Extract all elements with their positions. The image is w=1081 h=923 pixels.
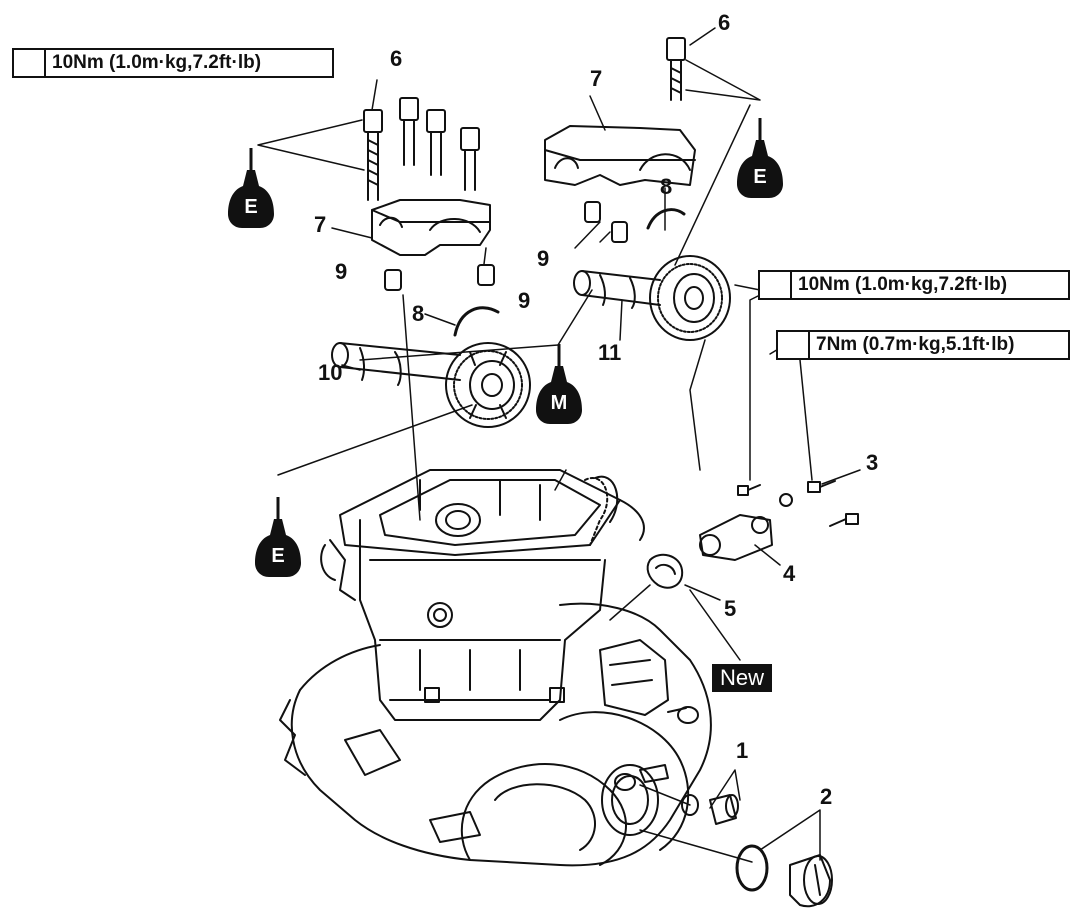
crankcase: [279, 602, 712, 867]
callout-3: 3: [866, 450, 879, 475]
torque-spec-upper-left: 10Nm (1.0m·kg,7.2ft·lb): [12, 48, 334, 78]
callout-1: 1: [736, 738, 749, 763]
torque-spec-right-lower: 7Nm (0.7m·kg,5.1ft·lb): [776, 330, 1070, 360]
callout-4: 4: [783, 561, 796, 586]
torque-spec-right-upper: 10Nm (1.0m·kg,7.2ft·lb): [758, 270, 1070, 300]
camshaft-cap-left: [371, 199, 491, 256]
cylinder-head: [320, 469, 621, 721]
callout-7-left: 7: [314, 212, 327, 237]
camshaft-cap-right: [544, 125, 696, 186]
callout-8-right: 8: [660, 174, 673, 199]
callout-5: 5: [724, 596, 737, 621]
callout-2: 2: [820, 784, 833, 809]
torque-wrench-icon: [14, 50, 46, 76]
torque-value: 10Nm (1.0m·kg,7.2ft·lb): [798, 274, 1008, 295]
torque-wrench-icon: [760, 272, 792, 298]
torque-wrench-icon: [778, 332, 810, 358]
callout-6-right: 6: [718, 10, 731, 35]
oil-plug-large: [735, 844, 833, 908]
oil-can-icon: [255, 497, 301, 577]
callout-8-left: 8: [412, 301, 425, 326]
callout-9-left-b: 9: [518, 288, 531, 313]
dowels-right: [584, 201, 628, 243]
dowels-left: [384, 264, 495, 291]
lubricant-e-upper-left: E: [228, 148, 274, 228]
leader-lines: [257, 27, 861, 863]
lubricant-m-center: M: [536, 344, 582, 424]
oil-can-icon: [536, 344, 582, 424]
oil-can-icon: [228, 148, 274, 228]
torque-value: 10Nm (1.0m·kg,7.2ft·lb): [52, 52, 262, 73]
camshaft-11: [573, 255, 731, 341]
callout-11: 11: [598, 340, 622, 365]
tensioner-assembly: [646, 480, 859, 589]
clip-right: [646, 208, 686, 230]
cam-chain: [584, 475, 645, 546]
camshaft-10: [331, 342, 531, 428]
bolt-right: [666, 37, 686, 101]
callout-6-left: 6: [390, 46, 403, 71]
clip-left: [453, 306, 500, 337]
lubricant-letter: E: [271, 545, 285, 567]
callout-9-left-a: 9: [335, 259, 348, 284]
torque-value: 7Nm (0.7m·kg,5.1ft·lb): [816, 334, 1015, 355]
lubricant-e-lower-left: E: [255, 497, 301, 577]
new-part-badge: New: [712, 664, 773, 693]
oil-can-icon: [737, 118, 783, 198]
bolts-left: [363, 97, 480, 201]
callout-10: 10: [318, 360, 343, 385]
lubricant-letter: E: [244, 196, 258, 218]
lubricant-e-upper-right: E: [737, 118, 783, 198]
oil-plug-small: [681, 794, 739, 825]
lubricant-letter: E: [753, 166, 767, 188]
callout-9-right: 9: [537, 246, 550, 271]
lubricant-letter: M: [550, 392, 568, 414]
clutch-cover: [559, 639, 699, 851]
callout-7-right: 7: [590, 66, 603, 91]
